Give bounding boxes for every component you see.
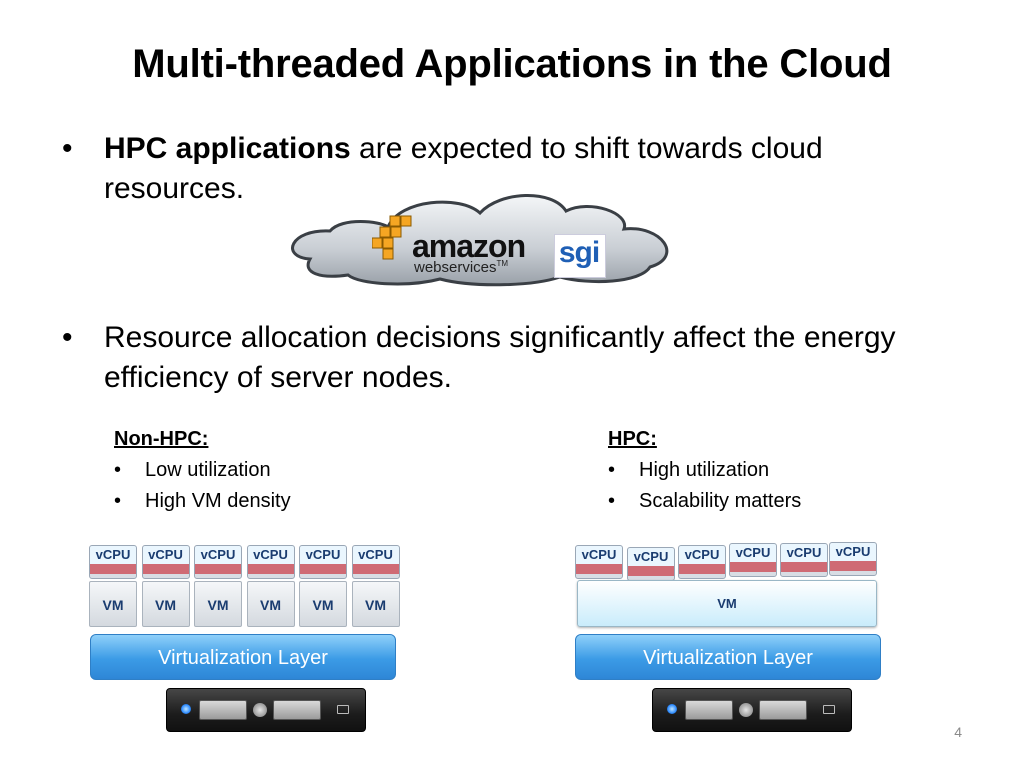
hpc-vcpu-box: vCPU: [678, 545, 726, 579]
hpc-vcpu-box: vCPU: [575, 545, 623, 579]
hpc-virtualization-layer: Virtualization Layer: [575, 634, 881, 680]
non-hpc-point-text: High VM density: [145, 490, 291, 512]
bullet-dot: •: [114, 459, 122, 481]
hpc-server-icon: [652, 688, 852, 732]
bullet-dot: •: [608, 459, 616, 481]
non-hpc-vm-box: VM: [89, 581, 137, 627]
non-hpc-vm-box: VM: [194, 581, 242, 627]
slide-title: Multi-threaded Applications in the Cloud: [132, 42, 892, 86]
sgi-logo-box: [554, 234, 606, 278]
bullet-dot: •: [114, 490, 122, 512]
hpc-point-text: Scalability matters: [639, 490, 802, 512]
non-hpc-virtualization-layer: Virtualization Layer: [90, 634, 396, 680]
bullet-text: Resource allocation decisions significan…: [104, 321, 896, 394]
page-number: 4: [954, 724, 962, 740]
non-hpc-vm-box: VM: [299, 581, 347, 627]
hpc-vcpu-box: vCPU: [829, 542, 877, 576]
non-hpc-vcpu-box: vCPU: [351, 545, 400, 579]
hpc-heading: HPC:: [608, 428, 657, 450]
non-hpc-heading: Non-HPC:: [114, 428, 209, 450]
trademark-mark: TM: [496, 259, 509, 268]
webservices-logo-text: webservicesTM: [414, 259, 508, 276]
non-hpc-vm-box: VM: [246, 581, 295, 627]
bullet-dot: •: [608, 490, 616, 512]
hpc-point-text: High utilization: [639, 459, 770, 481]
bullet-text: HPC applications are expected to shift t…: [104, 129, 924, 209]
sgi-logo-text: sgi: [558, 236, 600, 269]
bullet-bold-text: HPC applications: [104, 132, 351, 165]
non-hpc-vcpu-box: vCPU: [194, 545, 242, 579]
webservices-word: webservices: [414, 259, 497, 276]
non-hpc-vcpu-box: vCPU: [246, 545, 295, 579]
non-hpc-point-text: Low utilization: [145, 459, 271, 481]
non-hpc-vm-box: VM: [141, 581, 190, 627]
bullet-dot: •: [62, 321, 73, 354]
amazon-boxes-icon: [372, 215, 412, 260]
amazon-logo-text: amazon: [412, 228, 526, 264]
hpc-vm-box: VM: [577, 580, 877, 627]
hpc-vcpu-box: vCPU: [627, 547, 675, 581]
hpc-vcpu-box: vCPU: [729, 543, 777, 577]
hpc-vcpu-box: vCPU: [780, 543, 828, 577]
non-hpc-vm-box: VM: [351, 581, 400, 627]
non-hpc-vcpu-box: vCPU: [141, 545, 190, 579]
bullet-rest-text: are expected to shift towards cloud reso…: [104, 132, 823, 205]
non-hpc-server-icon: [166, 688, 366, 732]
non-hpc-vcpu-box: vCPU: [89, 545, 137, 579]
non-hpc-vcpu-box: vCPU: [299, 545, 347, 579]
bullet-dot: •: [62, 132, 73, 165]
